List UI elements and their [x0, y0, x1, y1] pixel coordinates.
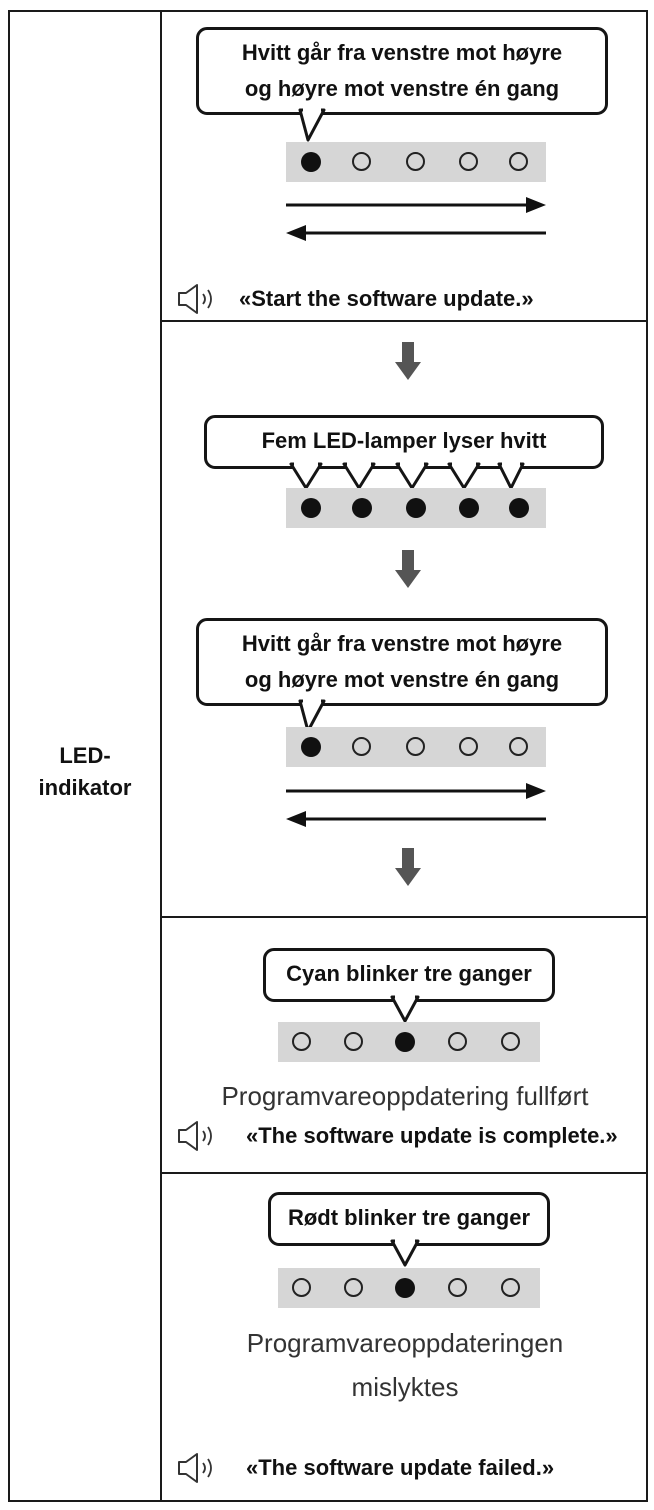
status-failed: Programvareoppdateringen mislyktes — [162, 1325, 648, 1405]
led-on — [395, 1032, 415, 1052]
bubble-red-blink: Rødt blinker tre ganger — [268, 1192, 550, 1246]
bubble-tail — [390, 1237, 420, 1267]
speaker-sound-icon — [178, 1121, 212, 1151]
row-label-line-1: LED- — [59, 743, 111, 768]
bubble-tail — [298, 697, 326, 733]
led-off — [406, 737, 425, 756]
led-on — [352, 498, 372, 518]
voice-message: «Start the software update.» — [239, 286, 534, 311]
led-off — [509, 152, 528, 171]
voice-message: «The software update is complete.» — [246, 1123, 618, 1148]
led-on — [301, 498, 321, 518]
bubble-sweep-repeat: Hvitt går fra venstre mot høyre og høyre… — [196, 618, 608, 706]
bubble-tails — [289, 460, 525, 490]
led-on — [301, 152, 321, 172]
bubble-line-1: Cyan blinker tre ganger — [286, 961, 532, 986]
down-arrow-icon — [395, 848, 421, 886]
bubble-tail — [390, 993, 420, 1023]
status-line-1: Programvareoppdateringen — [246, 1328, 564, 1358]
left-right-arrows-icon — [286, 783, 546, 827]
column-divider — [160, 10, 162, 1502]
led-off — [501, 1032, 520, 1051]
left-right-arrows-icon — [286, 197, 546, 241]
status-line-1: Programvareoppdatering fullført — [221, 1081, 589, 1111]
led-strip — [286, 142, 546, 182]
down-arrow-icon — [395, 550, 421, 588]
status-line-2: mislyktes — [351, 1372, 459, 1402]
bubble-line-1: Hvitt går fra venstre mot høyre — [241, 40, 563, 65]
bubble-line-1: Rødt blinker tre ganger — [287, 1205, 531, 1230]
bubble-sweep-start: Hvitt går fra venstre mot høyre og høyre… — [196, 27, 608, 115]
bubble-line-1: Hvitt går fra venstre mot høyre — [241, 631, 563, 656]
speaker-sound-icon — [178, 1453, 212, 1483]
led-off — [352, 152, 371, 171]
row-label: LED- indikator — [10, 740, 160, 804]
led-on — [406, 498, 426, 518]
led-on — [459, 498, 479, 518]
led-on — [509, 498, 529, 518]
led-strip — [286, 488, 546, 528]
speaker-sound-icon — [178, 284, 212, 314]
led-on — [395, 1278, 415, 1298]
status-complete: Programvareoppdatering fullført — [162, 1078, 648, 1114]
led-off — [406, 152, 425, 171]
led-strip — [278, 1268, 540, 1308]
voice-message: «The software update failed.» — [246, 1455, 555, 1480]
bubble-line-2: og høyre mot venstre én gang — [244, 667, 560, 692]
row-divider-2 — [160, 916, 648, 918]
led-off — [292, 1032, 311, 1051]
led-off — [344, 1278, 363, 1297]
row-divider-3 — [160, 1172, 648, 1174]
bubble-line-2: og høyre mot venstre én gang — [244, 76, 560, 101]
row-label-line-2: indikator — [38, 775, 132, 800]
led-off — [352, 737, 371, 756]
led-off — [448, 1032, 467, 1051]
down-arrow-icon — [395, 342, 421, 380]
led-off — [292, 1278, 311, 1297]
led-strip — [278, 1022, 540, 1062]
led-off — [459, 737, 478, 756]
row-divider-1 — [160, 320, 648, 322]
bubble-line-1: Fem LED-lamper lyser hvitt — [261, 428, 547, 453]
led-off — [509, 737, 528, 756]
table-frame — [8, 10, 648, 1502]
led-strip — [286, 727, 546, 767]
led-off — [448, 1278, 467, 1297]
led-off — [459, 152, 478, 171]
bubble-tail — [298, 106, 326, 142]
led-on — [301, 737, 321, 757]
led-off — [501, 1278, 520, 1297]
led-off — [344, 1032, 363, 1051]
